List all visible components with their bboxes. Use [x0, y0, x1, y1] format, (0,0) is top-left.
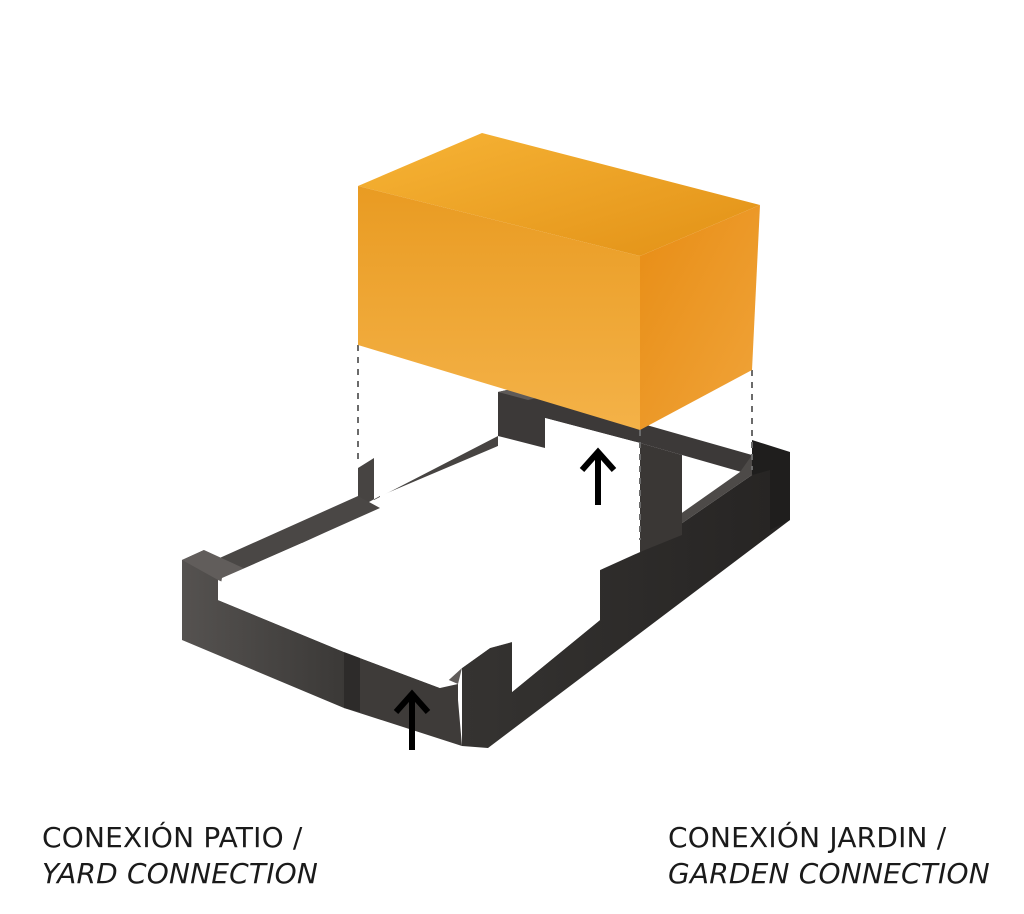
- left-outer-wall: [182, 496, 380, 606]
- caption-spanish: CONEXIÓN PATIO /: [42, 821, 303, 854]
- front-right-wall: [462, 452, 790, 748]
- front-left-wall: [182, 560, 344, 708]
- projection-lines: [357, 345, 753, 540]
- back-wall: [498, 388, 752, 475]
- floor: [218, 418, 640, 692]
- volume-front-face: [358, 186, 640, 430]
- up-arrow-icon: [393, 689, 431, 750]
- front-end-left: [344, 652, 360, 712]
- garden-connection-caption: CONEXIÓN JARDIN / GARDEN CONNECTION: [668, 820, 990, 892]
- caption-spanish: CONEXIÓN JARDIN /: [668, 821, 947, 854]
- volume-top-face: [358, 133, 760, 256]
- volume-side-face: [640, 205, 760, 430]
- yard-connection-caption: CONEXIÓN PATIO / YARD CONNECTION: [42, 820, 318, 892]
- caption-english: YARD CONNECTION: [42, 857, 319, 890]
- wall-frame: [182, 388, 790, 748]
- right-inner-wall: [640, 443, 682, 552]
- caption-english: GARDEN CONNECTION: [668, 857, 990, 890]
- front-notch: [344, 652, 462, 746]
- building-volume: [358, 133, 760, 430]
- up-arrow-icon: [579, 447, 617, 505]
- right-corner: [752, 440, 790, 530]
